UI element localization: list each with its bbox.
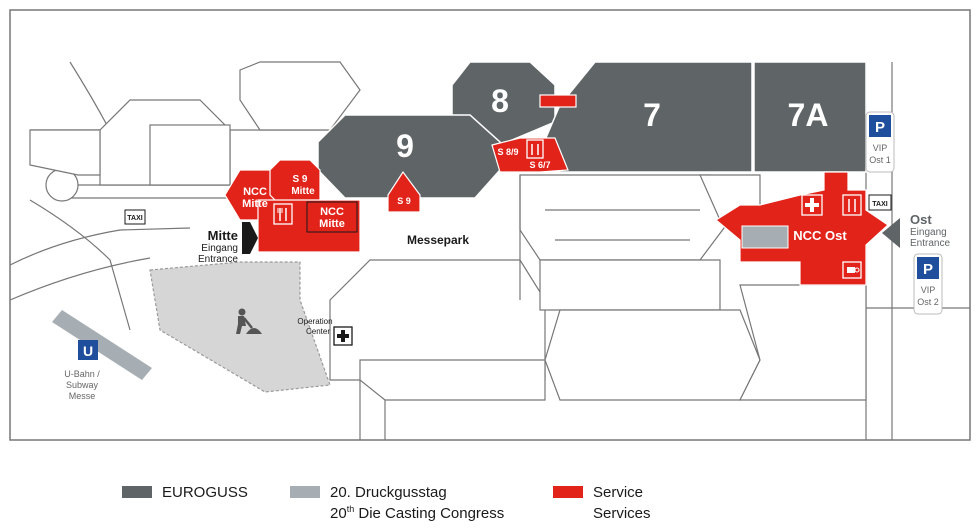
operation-center-label-2: Center — [306, 327, 330, 336]
service-areas — [224, 94, 889, 286]
legend-congress-1: 20. Druckgusstag — [330, 484, 447, 501]
background-outlines — [9, 61, 970, 440]
mitte-entrance-line2: Entrance — [198, 254, 238, 265]
mitte-entrance-title: Mitte — [208, 228, 238, 243]
ost-entrance-line2: Entrance — [910, 238, 950, 249]
vip-ost1-label-1: VIP — [873, 143, 888, 153]
legend-swatch-euroguss — [122, 486, 152, 498]
service-connector-8-7 — [539, 94, 577, 108]
vip-ost2-parking: P VIP Ost 2 — [913, 253, 943, 315]
legend: EUROGUSS 20. Druckgusstag 20th Die Casti… — [122, 484, 651, 522]
hall-9-label: 9 — [396, 128, 414, 164]
ncc-mitte-left-label-2: Mitte — [242, 198, 268, 210]
hall-7-label: 7 — [643, 97, 661, 133]
service-s9[interactable] — [387, 170, 421, 213]
taxi-sign-ost: TAXI — [868, 194, 892, 211]
first-aid-icon — [333, 326, 353, 346]
mitte-entrance-arrow — [242, 222, 258, 254]
parking-letter: P — [875, 119, 885, 136]
legend-congress-2: 20th Die Casting Congress — [330, 504, 504, 522]
service-ncc-ost[interactable] — [714, 171, 889, 286]
ost-entrance-title: Ost — [910, 212, 932, 227]
ncc-ost-label: NCC Ost — [793, 228, 847, 243]
mitte-entrance-line1: Eingang — [201, 243, 238, 254]
ost-entrance-arrow — [882, 218, 900, 248]
s67-label: S 6/7 — [529, 160, 550, 170]
vip-ost1-parking: P VIP Ost 1 — [865, 111, 895, 173]
restaurant-icon — [526, 139, 544, 159]
coffee-icon — [842, 261, 862, 279]
legend-service-2: Services — [593, 505, 651, 522]
s9-mitte-label-2: Mitte — [291, 186, 315, 197]
parking-icon — [917, 257, 939, 279]
legend-euroguss: EUROGUSS — [162, 484, 248, 501]
hall-7a[interactable] — [753, 61, 867, 173]
operation-center-label-1: Operation — [297, 317, 332, 326]
construction-worker-icon — [236, 308, 262, 334]
vip-ost2-label-1: VIP — [921, 285, 936, 295]
s89-label: S 8/9 — [497, 147, 518, 157]
ncc-mitte-box-label-2: Mitte — [319, 218, 345, 230]
hall-8-label: 8 — [491, 83, 509, 119]
ubahn-label-2: Subway — [66, 380, 99, 390]
vip-ost1-label-2: Ost 1 — [869, 155, 891, 165]
ost-entrance-line1: Eingang — [910, 227, 947, 238]
taxi-label-mitte: TAXI — [127, 215, 142, 222]
hall-7a-label: 7A — [788, 97, 829, 133]
ncc-mitte-box — [306, 201, 358, 233]
hall-9[interactable] — [317, 114, 501, 199]
ncc-mitte-left-label-1: NCC — [243, 186, 267, 198]
legend-service-1: Service — [593, 484, 643, 501]
messepark-label: Messepark — [407, 233, 469, 247]
ubahn-letter: U — [83, 343, 93, 359]
ncc-mitte-box-label-1: NCC — [320, 206, 344, 218]
ncc-ost-congress-room — [741, 225, 789, 249]
s9-mitte-label-1: S 9 — [292, 174, 307, 185]
restaurant-icon — [842, 194, 862, 216]
taxi-label-ost: TAXI — [872, 201, 887, 208]
ubahn-label-3: Messe — [69, 391, 96, 401]
legend-swatch-congress — [290, 486, 320, 498]
s9-label: S 9 — [397, 196, 411, 206]
parking-letter: P — [923, 261, 933, 278]
vip-ost2-label-2: Ost 2 — [917, 297, 939, 307]
taxi-sign-mitte: TAXI — [124, 209, 146, 225]
first-aid-icon — [801, 194, 823, 216]
legend-swatch-service — [553, 486, 583, 498]
parking-icon — [869, 115, 891, 137]
ubahn-icon — [78, 340, 98, 360]
ubahn-track — [52, 310, 152, 380]
service-s89-s67[interactable] — [491, 137, 569, 173]
restaurant-icon — [273, 203, 293, 225]
ubahn-label-1: U-Bahn / — [64, 369, 100, 379]
